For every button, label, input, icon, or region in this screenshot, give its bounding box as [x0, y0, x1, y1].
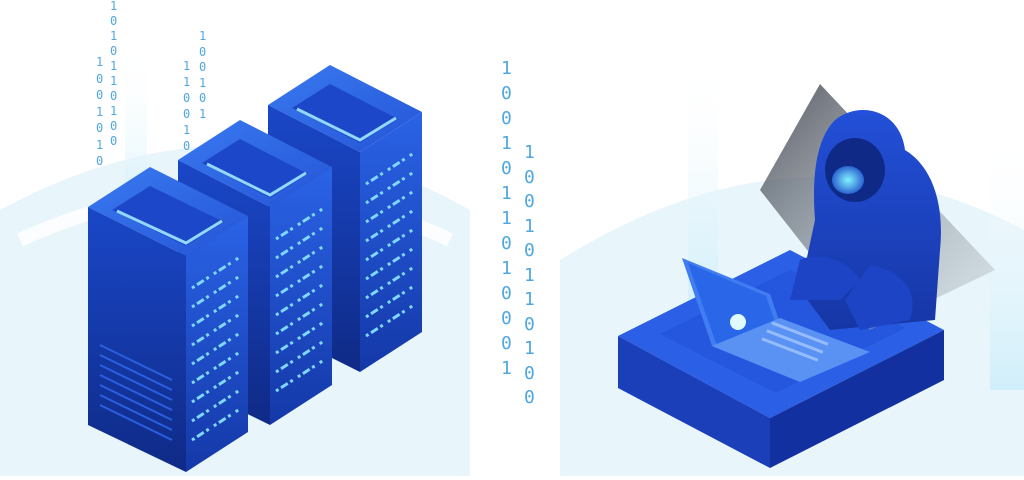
binary-digit: 1 — [183, 123, 191, 137]
binary-digit: 1 — [96, 137, 104, 152]
rack-led-row — [275, 282, 325, 317]
binary-digit: 1 — [524, 215, 535, 237]
binary-digit: 0 — [96, 121, 104, 135]
binary-digit: 1 — [501, 183, 512, 204]
binary-digit: 0 — [110, 44, 118, 58]
rack-led-row — [191, 350, 241, 385]
binary-digit: 1 — [183, 75, 191, 89]
rack-led-row — [365, 227, 415, 262]
rack-led-row — [191, 274, 241, 309]
binary-digit: 0 — [501, 83, 512, 104]
rack-led-row — [275, 320, 325, 355]
binary-digit: 1 — [110, 0, 118, 13]
rack-led-row — [191, 293, 241, 328]
rack-led-row — [365, 303, 415, 338]
binary-digit: 1 — [501, 258, 512, 279]
binary-digit: 0 — [524, 191, 535, 212]
binary-digit: 0 — [524, 313, 535, 335]
binary-digit: 0 — [183, 139, 191, 153]
rack-led-row — [365, 284, 415, 319]
rack-led-row — [365, 189, 415, 224]
binary-digit: 1 — [524, 264, 535, 286]
rack-led-row — [365, 208, 415, 243]
rack-led-row — [275, 263, 325, 298]
rack-led-row — [191, 407, 241, 442]
binary-digit: 1 — [501, 358, 512, 379]
server-rack-front — [88, 167, 248, 472]
rack-led-row — [191, 312, 241, 347]
binary-digit: 0 — [524, 362, 535, 384]
binary-stream: 1 0 0 1 0 1 1 0 1 0 0 — [524, 144, 535, 407]
hacker-figure — [790, 110, 941, 330]
binary-digit: 0 — [501, 333, 512, 354]
binary-digit: 1 — [501, 133, 512, 154]
rack-led-row — [275, 339, 325, 374]
rack-led-row — [275, 206, 325, 241]
binary-digit: 0 — [96, 154, 104, 168]
rack-led-row — [191, 255, 241, 290]
binary-digit: 1 — [110, 29, 118, 43]
binary-digit: 1 — [110, 104, 118, 118]
binary-digit: 1 — [524, 289, 535, 310]
binary-digit: 0 — [96, 88, 104, 102]
binary-digit: 0 — [110, 14, 118, 28]
binary-digit: 1 — [110, 59, 118, 73]
binary-digit: 0 — [199, 91, 207, 105]
binary-digit: 1 — [524, 338, 535, 359]
binary-digit: 0 — [501, 158, 512, 179]
binary-digit: 1 — [199, 75, 207, 90]
rack-led-row — [191, 369, 241, 404]
rack-led-row — [365, 170, 415, 205]
binary-digit: 1 — [501, 58, 512, 79]
binary-digit: 1 — [501, 208, 512, 229]
binary-digit: 0 — [524, 166, 535, 188]
binary-digit: 0 — [183, 107, 191, 121]
rack-led-row — [365, 151, 415, 186]
binary-digit: 1 — [110, 74, 118, 88]
rack-led-row — [191, 331, 241, 366]
binary-digit: 1 — [199, 106, 207, 121]
binary-digit: 0 — [96, 71, 104, 86]
binary-digit: 1 — [96, 104, 104, 119]
rack-led-row — [365, 246, 415, 281]
rack-led-row — [365, 265, 415, 300]
binary-digit: 0 — [524, 240, 535, 261]
vent-grille — [99, 344, 173, 441]
rack-led-row — [191, 388, 241, 423]
binary-digit: 1 — [183, 59, 191, 73]
rack-led-row — [275, 358, 325, 393]
binary-digit: 1 — [524, 142, 535, 163]
rack-led-row — [275, 225, 325, 260]
binary-digit: 0 — [501, 108, 512, 129]
binary-stream: 1 0 0 1 0 1 0 — [96, 56, 103, 167]
binary-digit: 0 — [110, 134, 118, 148]
binary-digit: 0 — [110, 119, 118, 133]
binary-digit: 0 — [501, 233, 512, 254]
rack-led-row — [275, 244, 325, 279]
binary-digit: 0 — [183, 91, 191, 105]
binary-digit: 1 — [96, 55, 104, 69]
rack-led-row — [275, 301, 325, 336]
binary-digit: 0 — [501, 308, 512, 329]
binary-digit: 0 — [199, 60, 207, 74]
laptop — [682, 258, 870, 382]
binary-digit: 0 — [110, 89, 118, 103]
binary-stream: 1 1 0 0 1 0 — [183, 60, 190, 152]
binary-digit: 1 — [199, 29, 207, 43]
binary-digit: 0 — [524, 387, 535, 408]
binary-stream: 1 0 0 1 0 1 1 0 1 0 0 0 1 — [501, 60, 512, 378]
binary-digit: 0 — [501, 283, 512, 304]
binary-digit: 0 — [199, 44, 207, 59]
rack-status-leds — [191, 151, 415, 442]
